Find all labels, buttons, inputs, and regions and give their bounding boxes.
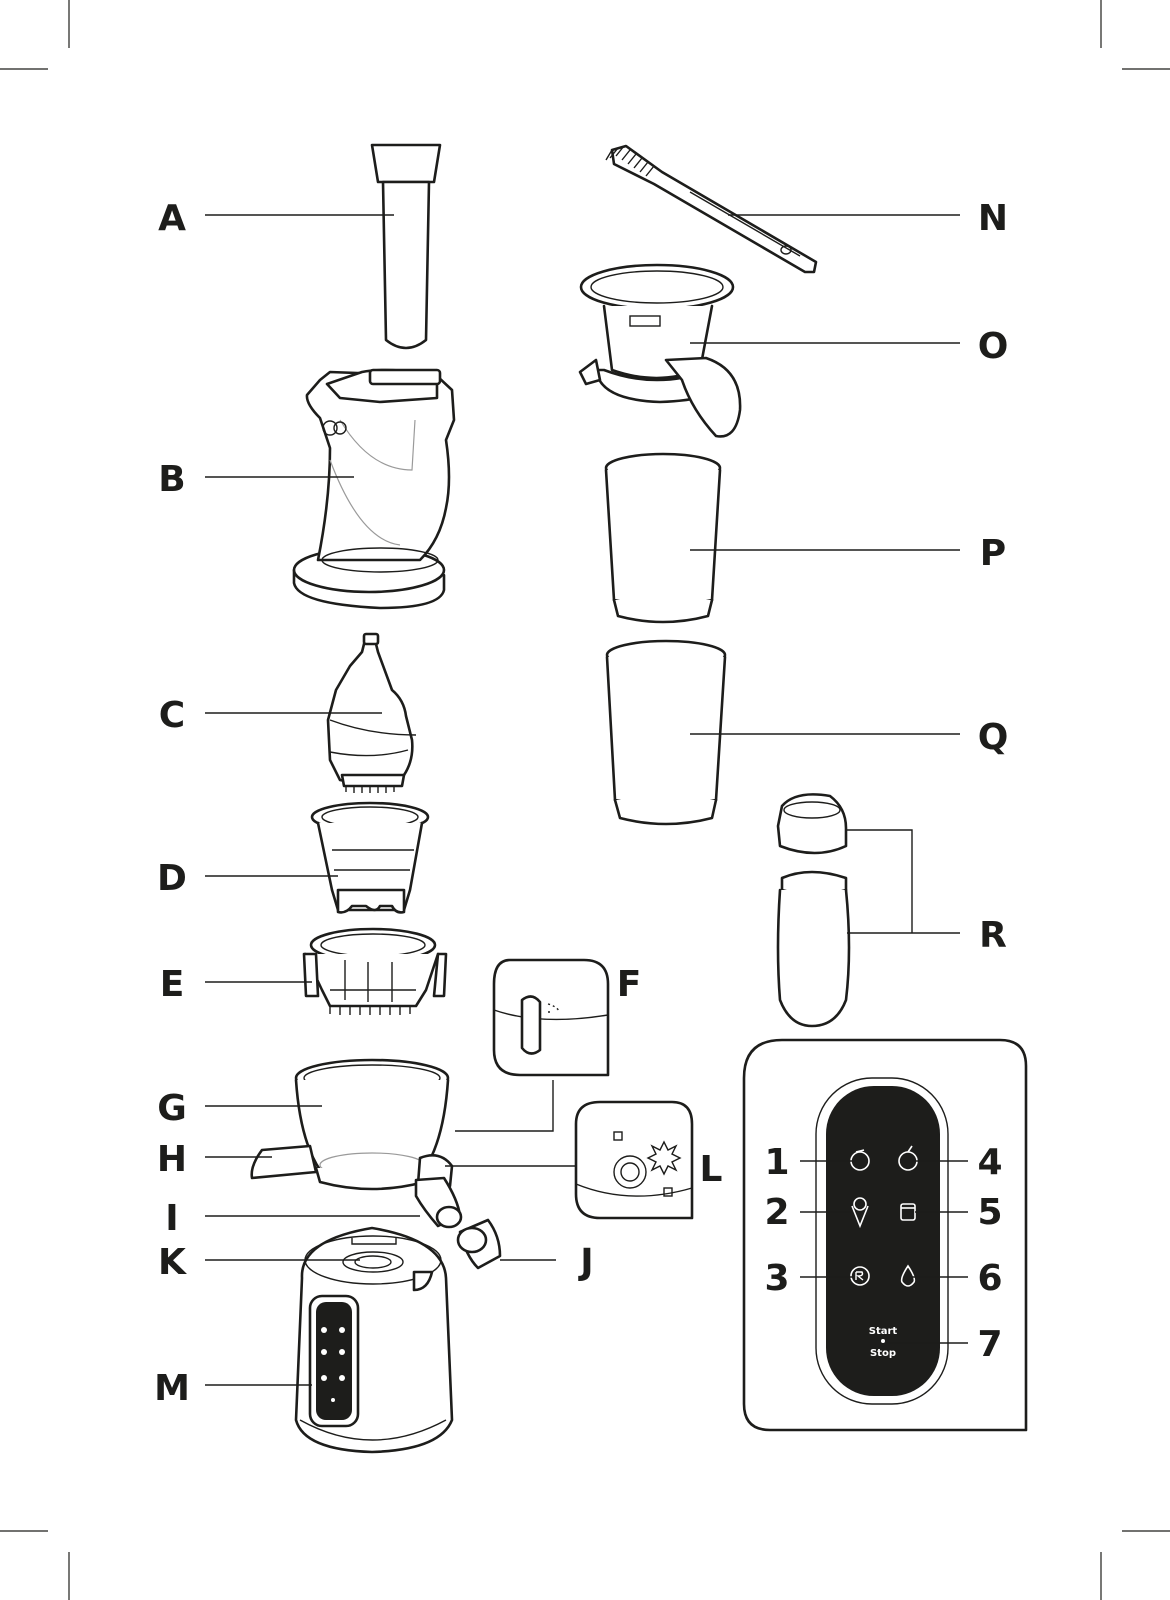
- panel-number-1: 1: [764, 1142, 789, 1183]
- label-c: C: [159, 695, 185, 736]
- label-r: R: [979, 915, 1007, 956]
- label-a: A: [158, 198, 186, 239]
- part-a-pusher: [370, 143, 442, 350]
- drop-icon: [900, 1264, 916, 1287]
- label-i: I: [165, 1198, 178, 1239]
- label-j: J: [577, 1242, 593, 1283]
- reverse-icon: [850, 1266, 870, 1286]
- part-l-detail: [445, 1100, 694, 1220]
- label-g: G: [157, 1088, 187, 1129]
- leader-lines: [205, 214, 960, 1386]
- label-b: B: [158, 459, 185, 500]
- part-f-detail: [455, 958, 610, 1132]
- label-o: O: [978, 326, 1009, 367]
- part-n-cleaning-brush: [605, 144, 818, 274]
- part-i-spout: [414, 1176, 463, 1229]
- label-q: Q: [978, 717, 1009, 758]
- part-r-bottle: [776, 793, 960, 1028]
- stop-label: Stop: [870, 1348, 896, 1359]
- control-panel-detail: Start Stop 1 2 3 4 5 6 7: [742, 1038, 1028, 1432]
- ice-cream-icon: [851, 1197, 869, 1229]
- panel-number-6: 6: [977, 1258, 1002, 1299]
- part-e-rotating-brush: [302, 927, 448, 1015]
- part-q-pulp-container: [605, 639, 727, 826]
- panel-number-4: 4: [977, 1142, 1002, 1183]
- part-d-strainer: [310, 801, 430, 914]
- part-p-juice-jug: [604, 452, 722, 624]
- label-f: F: [617, 964, 642, 1005]
- label-l: L: [700, 1149, 723, 1190]
- letter-labels: A B C D E F G H I J K L M N O P Q R: [154, 198, 1008, 1409]
- part-m-motor-base: [294, 1226, 454, 1454]
- label-k: K: [158, 1242, 187, 1283]
- label-m: M: [154, 1368, 190, 1409]
- label-h: H: [157, 1139, 187, 1180]
- label-d: D: [157, 858, 187, 899]
- label-n: N: [978, 198, 1008, 239]
- part-j-cap: [456, 1218, 502, 1270]
- panel-number-7: 7: [977, 1324, 1002, 1365]
- panel-number-5: 5: [977, 1192, 1002, 1233]
- start-label: Start: [869, 1326, 898, 1337]
- label-p: P: [980, 533, 1006, 574]
- part-b-lid: [292, 368, 456, 610]
- label-e: E: [160, 964, 185, 1005]
- panel-number-2: 2: [764, 1192, 789, 1233]
- panel-number-3: 3: [764, 1258, 789, 1299]
- part-g-bowl: [250, 1058, 454, 1192]
- part-o-sieve: [578, 263, 742, 438]
